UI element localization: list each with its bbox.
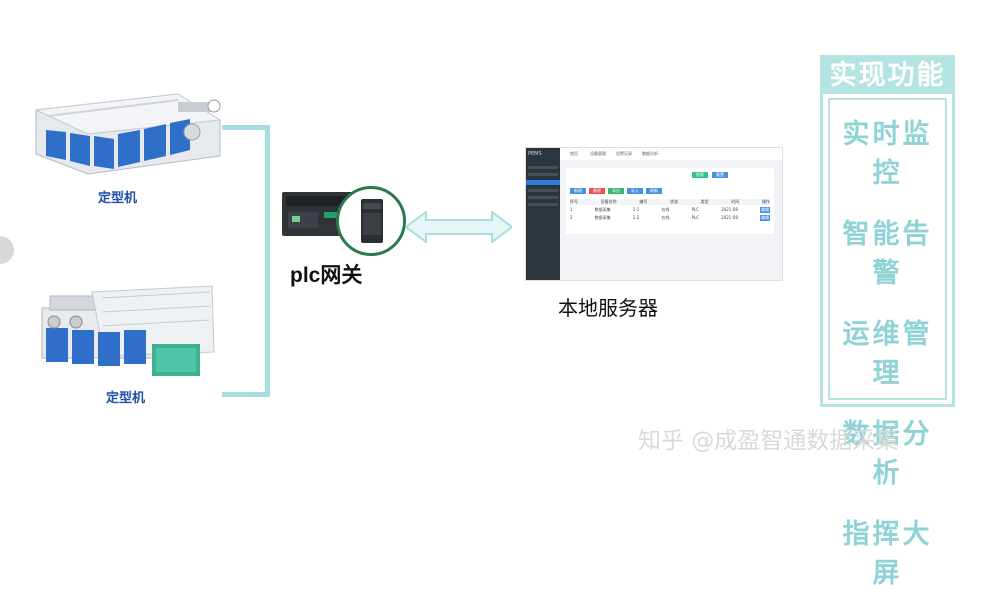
table-header-cell: 状态 bbox=[669, 199, 678, 204]
table-header: 序号 设备名称 编号 状态 类型 时间 操作 bbox=[570, 199, 770, 205]
setting-machine-top-illustration bbox=[34, 93, 222, 175]
table-header-cell: 操作 bbox=[761, 199, 770, 204]
edge-marker bbox=[0, 236, 14, 264]
sidebar-line bbox=[528, 173, 558, 176]
machine-label-top: 定型机 bbox=[98, 191, 138, 206]
table-cell: 2021-08 bbox=[721, 207, 738, 212]
gateway-label: plc网关 bbox=[290, 264, 363, 287]
function-item: 智能告警 bbox=[842, 219, 933, 289]
table-cell: 编辑 bbox=[760, 207, 770, 213]
toolbar-import-button: 导入 bbox=[627, 188, 643, 194]
functions-list: 实时监控 智能告警 运维管理 数据分析 指挥大屏 bbox=[828, 98, 947, 589]
functions-title: 实现功能 bbox=[823, 58, 952, 94]
toolbar-add-button: 新增 bbox=[570, 188, 586, 194]
table-cell: 数据采集 bbox=[594, 215, 611, 220]
table-header-cell: 序号 bbox=[570, 199, 578, 204]
watermark: 知乎 @成盈智通数据采集 bbox=[638, 428, 899, 454]
table-header-cell: 设备名称 bbox=[600, 199, 617, 204]
table-cell: PLC bbox=[691, 215, 700, 220]
table-cell: 2 bbox=[570, 215, 573, 220]
machine-label-bottom: 定型机 bbox=[106, 391, 146, 406]
table-cell: 1-1 bbox=[632, 207, 640, 212]
double-arrow-icon bbox=[404, 210, 514, 244]
setting-machine-bottom-illustration bbox=[41, 285, 215, 376]
table-cell: 1 bbox=[570, 207, 573, 212]
function-item: 指挥大屏 bbox=[842, 519, 933, 589]
tab: 数据分析 bbox=[642, 151, 658, 156]
gateway-device-circle bbox=[336, 186, 406, 256]
screenshot-logo: PEMS bbox=[528, 151, 542, 157]
functions-panel: 实现功能 实时监控 智能告警 运维管理 数据分析 指挥大屏 bbox=[820, 55, 955, 589]
table-cell: 数据采集 bbox=[594, 207, 611, 212]
sidebar-active-item bbox=[526, 180, 560, 185]
table-cell: 在线 bbox=[661, 207, 670, 212]
setting-machine-top bbox=[28, 72, 228, 182]
bidirectional-arrow bbox=[404, 210, 514, 244]
table-cell: 1-2 bbox=[632, 215, 640, 220]
setting-machine-bottom bbox=[32, 282, 222, 386]
table-header-cell: 类型 bbox=[700, 199, 709, 204]
toolbar-delete-button: 删除 bbox=[589, 188, 605, 194]
server-label: 本地服务器 bbox=[558, 296, 658, 320]
connection-bracket bbox=[222, 125, 270, 397]
table-header-cell: 编号 bbox=[639, 199, 648, 204]
tab: 首页 bbox=[570, 151, 578, 156]
server-screenshot: PEMS 首页 设备管理 告警记录 数据分析 搜索 重置 新增 删除 导出 导入… bbox=[525, 147, 783, 281]
sidebar-line bbox=[528, 196, 558, 199]
table-cell: 2021-08 bbox=[721, 215, 738, 220]
tab: 设备管理 bbox=[590, 151, 606, 156]
table-cell: 在线 bbox=[661, 215, 670, 220]
table-header-cell: 时间 bbox=[731, 199, 740, 204]
table-row: 1 数据采集 1-1 在线 PLC 2021-08 编辑 bbox=[570, 207, 770, 213]
function-item: 实时监控 bbox=[842, 119, 933, 189]
table-row: 2 数据采集 1-2 在线 PLC 2021-08 编辑 bbox=[570, 215, 770, 221]
screenshot-topbar: 首页 设备管理 告警记录 数据分析 bbox=[560, 148, 782, 160]
sidebar-line bbox=[528, 189, 558, 192]
tab: 告警记录 bbox=[616, 151, 632, 156]
table-cell: 编辑 bbox=[760, 215, 770, 221]
toolbar-export-button: 导出 bbox=[608, 188, 624, 194]
sidebar-line bbox=[528, 203, 558, 206]
sidebar-line bbox=[528, 166, 558, 169]
function-item: 数据分析 bbox=[842, 419, 933, 489]
toolbar-refresh-button: 刷新 bbox=[646, 188, 662, 194]
search-button: 搜索 bbox=[692, 172, 708, 178]
screenshot-sidebar: PEMS bbox=[526, 148, 560, 280]
screenshot-content: 搜索 重置 新增 删除 导出 导入 刷新 序号 设备名称 编号 状态 类型 时间… bbox=[566, 168, 774, 234]
gateway-device-icon bbox=[361, 199, 383, 243]
function-item: 运维管理 bbox=[842, 319, 933, 389]
table-cell: PLC bbox=[691, 207, 700, 212]
reset-button: 重置 bbox=[712, 172, 728, 178]
